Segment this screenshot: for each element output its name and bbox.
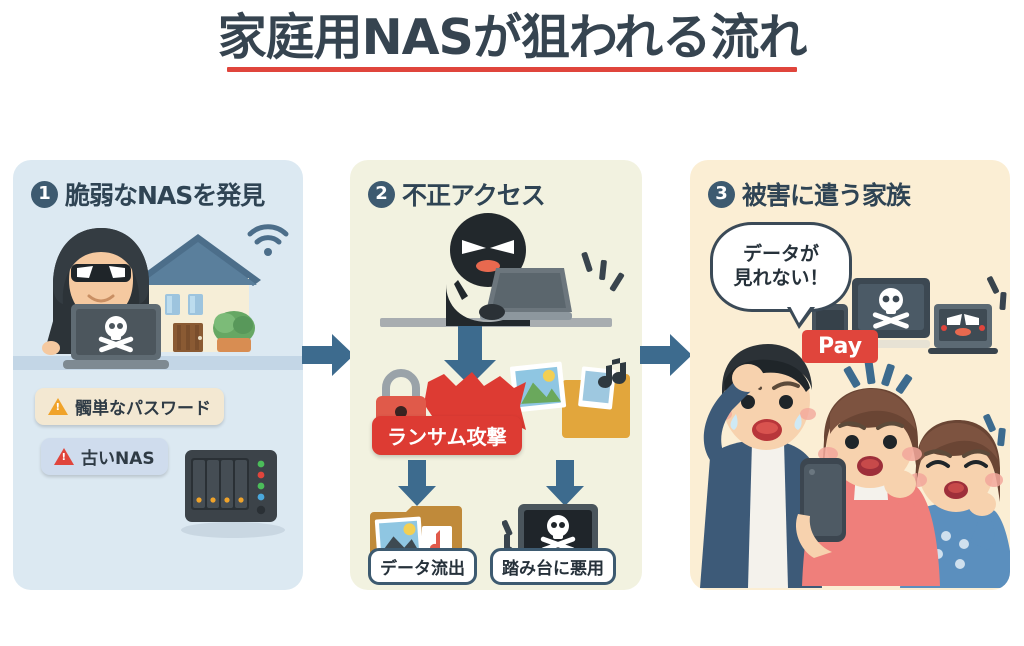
page-title: 家庭用NASが狙われる流れ <box>217 9 808 66</box>
title-underline <box>227 67 797 73</box>
wifi-signal-icon <box>247 224 289 256</box>
panel-1-number-badge: 1 <box>31 180 58 208</box>
flow-arrow-1-icon <box>302 334 354 376</box>
speech-bubble: データが 見れない！ <box>710 222 852 329</box>
laptop-with-skull-icon <box>63 304 169 369</box>
warning-triangle-icon <box>48 398 68 415</box>
panel-step-1: 1 脆弱なNASを発見 <box>13 160 303 590</box>
motion-tick-icon <box>581 251 593 273</box>
nas-device-icon <box>181 450 285 538</box>
motion-tick-icon <box>999 291 1007 311</box>
panel-3-header: 3 被害に遣う家族 <box>708 176 911 212</box>
worried-father-illustration <box>700 344 822 588</box>
tag-old-nas: 古いNAS <box>41 438 168 475</box>
pill-stepping-stone-abuse: 踏み台に悪用 <box>490 548 616 585</box>
tag-weak-password: 髑単なパスワード <box>35 388 224 425</box>
flow-arrow-2-icon <box>640 334 692 376</box>
speech-bubble-line-2: 見れない！ <box>733 267 829 289</box>
tag-weak-password-label: 髑単なパスワード <box>75 399 211 419</box>
panel-2-number-badge: 2 <box>368 180 395 208</box>
pay-badge: Pay <box>802 330 879 363</box>
tag-old-nas-label: 古いNAS <box>81 449 155 469</box>
down-arrow-icon <box>546 460 584 506</box>
panel-2-title: 不正アクセス <box>402 181 546 210</box>
laptop-icon <box>479 268 572 320</box>
motion-tick-icon <box>598 259 608 281</box>
photo-files-folder-icon <box>509 358 630 438</box>
panel-1-header: 1 脆弱なNASを発見 <box>31 176 265 212</box>
pill-data-leak: データ流出 <box>368 548 477 585</box>
panel-step-2: 2 不正アクセス <box>350 160 642 590</box>
ransomware-attack-badge: ランサム攻撃 <box>372 416 522 455</box>
warning-triangle-red-icon <box>54 448 74 465</box>
page-title-block: 家庭用NASが狙われる流れ <box>0 9 1024 73</box>
infected-devices-icon <box>812 278 998 356</box>
panel-1-title: 脆弱なNASを発見 <box>65 181 265 210</box>
speech-bubble-line-1: データが <box>742 243 819 266</box>
panel-2-header: 2 不正アクセス <box>368 176 546 212</box>
panel-3-number-badge: 3 <box>708 180 735 208</box>
panel-step-3: 3 被害に遣う家族 データが 見れない！ Pay <box>690 160 1010 590</box>
down-arrow-icon <box>398 460 436 506</box>
down-arrow-icon <box>444 326 496 386</box>
motion-tick-icon <box>609 271 625 293</box>
panel-3-title: 被害に遣う家族 <box>742 181 911 210</box>
smartphone-icon <box>795 458 846 558</box>
